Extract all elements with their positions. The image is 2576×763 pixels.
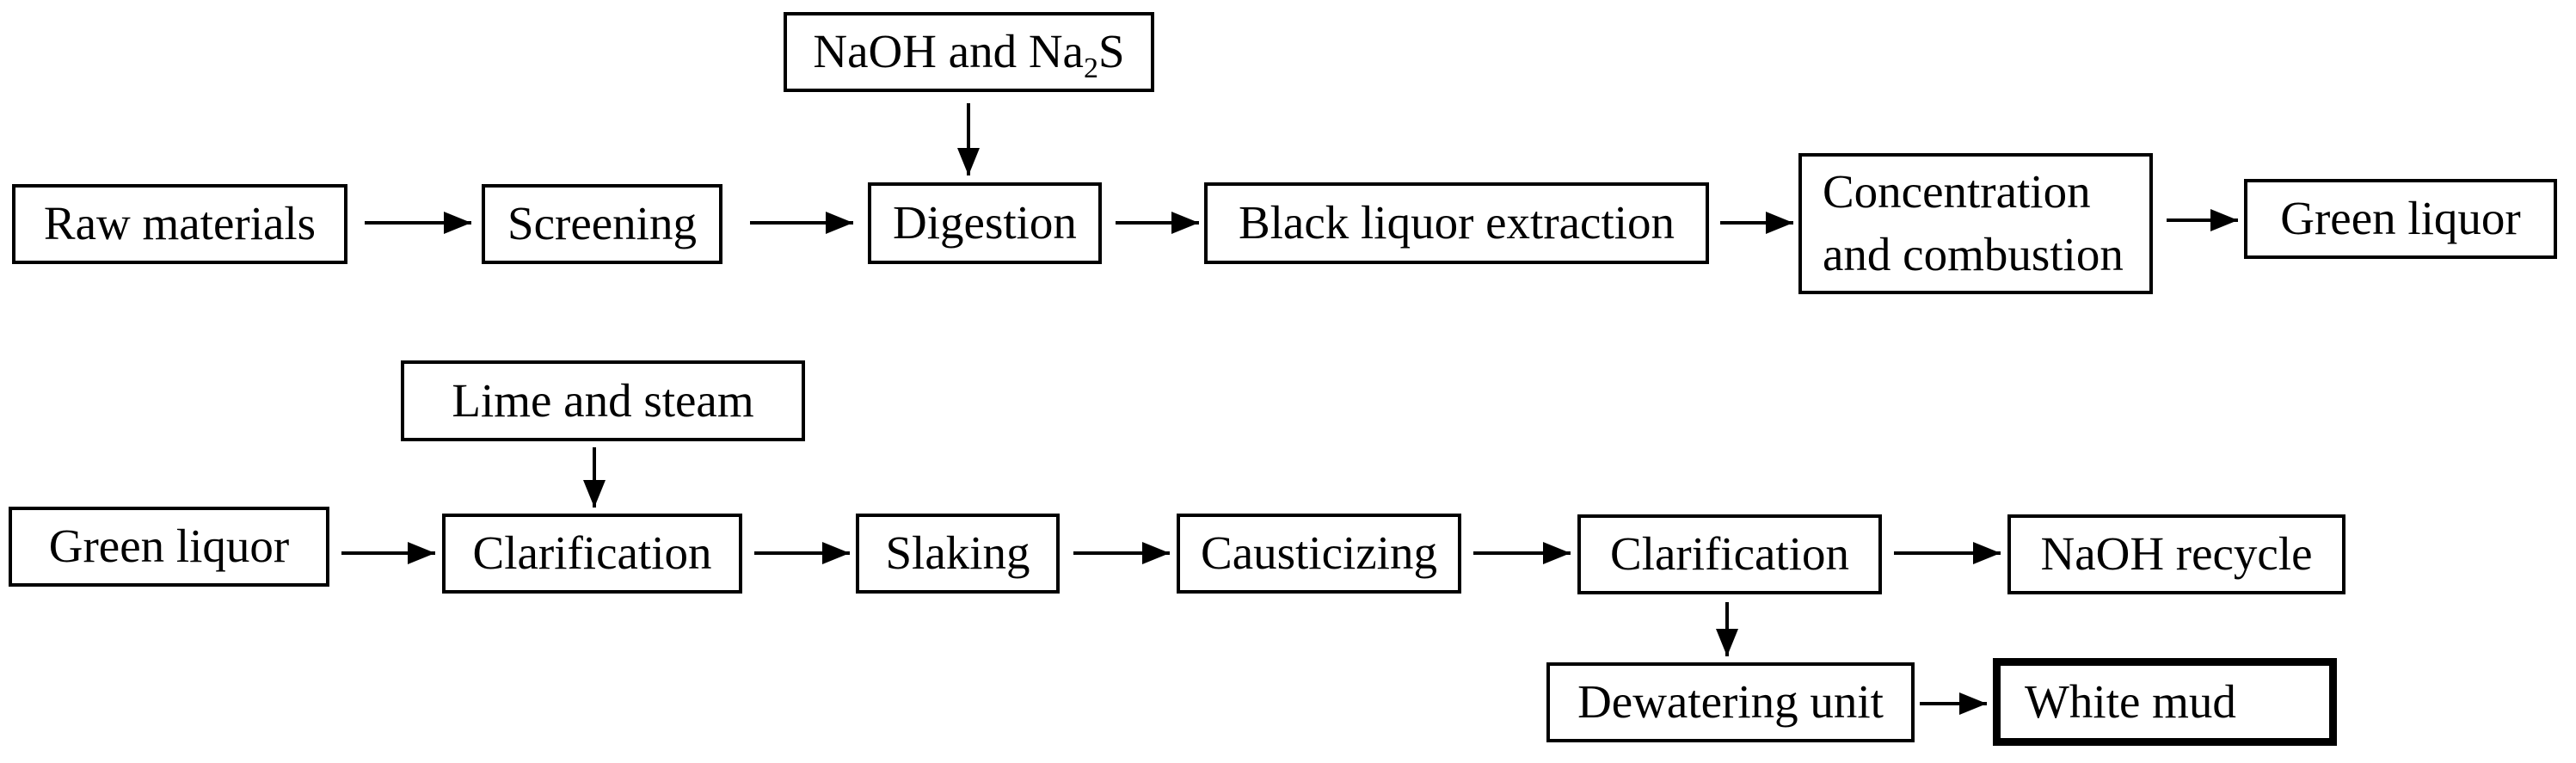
- node-concentration-and-combustion-line1: Concentration: [1823, 165, 2091, 218]
- node-lime-and-steam-label: Lime and steam: [452, 373, 754, 427]
- node-screening: Screening: [482, 184, 722, 264]
- node-slaking: Slaking: [856, 514, 1060, 594]
- node-screening-label: Screening: [507, 197, 697, 250]
- node-green-liquor-input: Green liquor: [9, 507, 329, 587]
- node-clarification-2: Clarification: [1577, 514, 1882, 594]
- node-clarification-2-label: Clarification: [1610, 527, 1849, 581]
- node-raw-materials: Raw materials: [12, 184, 347, 264]
- node-dewatering-unit-label: Dewatering unit: [1577, 675, 1884, 729]
- node-white-mud: White mud: [1993, 658, 2337, 746]
- node-clarification-1-label: Clarification: [472, 526, 712, 580]
- node-slaking-label: Slaking: [885, 526, 1030, 580]
- node-raw-materials-label: Raw materials: [43, 197, 317, 250]
- node-white-mud-label: White mud: [2025, 674, 2236, 728]
- node-green-liquor-input-label: Green liquor: [48, 520, 290, 573]
- node-clarification-1: Clarification: [442, 514, 742, 594]
- node-digestion-label: Digestion: [893, 196, 1077, 249]
- node-causticizing: Causticizing: [1177, 514, 1461, 594]
- node-green-liquor-output: Green liquor: [2244, 179, 2557, 259]
- node-black-liquor-extraction: Black liquor extraction: [1204, 182, 1709, 264]
- node-dewatering-unit: Dewatering unit: [1546, 662, 1915, 742]
- node-concentration-and-combustion: Concentration and combustion: [1798, 153, 2153, 294]
- node-causticizing-label: Causticizing: [1201, 526, 1437, 580]
- node-naoh-recycle: NaOH recycle: [2007, 514, 2345, 594]
- node-lime-and-steam: Lime and steam: [401, 360, 805, 441]
- node-green-liquor-output-label: Green liquor: [2280, 192, 2521, 245]
- node-naoh-recycle-label: NaOH recycle: [2040, 527, 2313, 581]
- node-naoh-and-na2s: NaOH and Na2S: [784, 12, 1154, 92]
- node-black-liquor-extraction-label: Black liquor extraction: [1238, 196, 1675, 249]
- node-concentration-and-combustion-line2: and combustion: [1823, 228, 2124, 280]
- node-naoh-and-na2s-label: NaOH and Na2S: [813, 25, 1125, 85]
- node-digestion: Digestion: [868, 182, 1102, 264]
